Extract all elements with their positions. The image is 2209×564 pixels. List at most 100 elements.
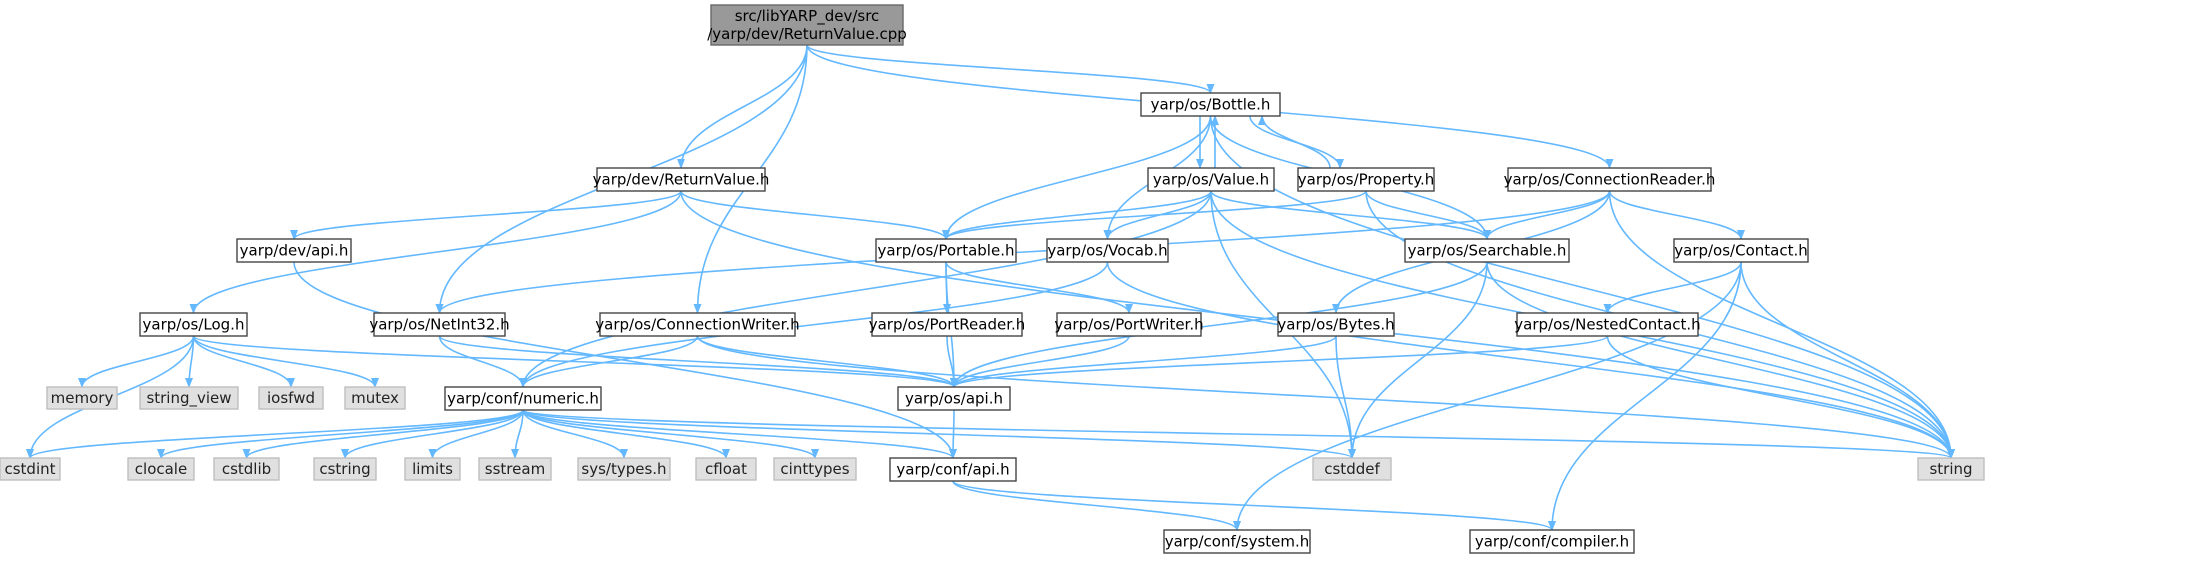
- edge-connectionreader-to-netint32: [435, 190, 1611, 314]
- node-box: [1056, 312, 1202, 337]
- edge-numeric-to-limits: [428, 409, 524, 459]
- edge-numeric-to-confapi: [522, 409, 957, 459]
- node-label: sys/types.h: [581, 460, 666, 478]
- node-numeric[interactable]: yarp/conf/numeric.h: [444, 386, 602, 411]
- node-box: [1507, 167, 1712, 192]
- edge-portable-to-portwriter: [945, 261, 1133, 314]
- edge-log-to-iosfwd: [192, 335, 295, 388]
- edge-property-to-portable: [942, 190, 1367, 240]
- node-box: [1404, 238, 1570, 263]
- node-box: [236, 238, 352, 263]
- node-label: yarp/os/Log.h: [143, 316, 245, 334]
- node-box: [344, 386, 406, 410]
- edge-numeric-to-cinttypes: [522, 409, 819, 459]
- node-iosfwd: iosfwd: [258, 386, 324, 410]
- node-label: yarp/os/NestedContact.h: [1514, 316, 1700, 334]
- node-label: src/libYARP_dev/src: [735, 7, 880, 26]
- node-box: [577, 457, 671, 481]
- edge-log-to-mutex: [192, 335, 379, 388]
- node-connectionreader[interactable]: yarp/os/ConnectionReader.h: [1504, 167, 1716, 192]
- node-box: [1163, 529, 1311, 554]
- edge-numeric-to-cstdint: [26, 409, 524, 459]
- edge-connectionwriter-to-osapi: [696, 335, 958, 388]
- node-root[interactable]: src/libYARP_dev/src/yarp/dev/ReturnValue…: [707, 4, 907, 46]
- edge-confapi-to-compiler: [952, 480, 1556, 531]
- node-log[interactable]: yarp/os/Log.h: [139, 312, 248, 337]
- node-vocab[interactable]: yarp/os/Vocab.h: [1046, 238, 1169, 263]
- node-box: [127, 457, 195, 481]
- node-confapi[interactable]: yarp/conf/api.h: [889, 457, 1017, 482]
- node-nestedcontact[interactable]: yarp/os/NestedContact.h: [1514, 312, 1701, 337]
- edge-numeric-to-systypes: [522, 409, 628, 459]
- edge-numeric-to-clocale: [157, 409, 524, 459]
- node-bytes[interactable]: yarp/os/Bytes.h: [1277, 312, 1395, 337]
- edge-returnvalue-to-log: [189, 190, 682, 314]
- node-value[interactable]: yarp/os/Value.h: [1147, 167, 1275, 192]
- node-label: limits: [412, 460, 453, 478]
- node-box: [1140, 92, 1281, 117]
- node-label: yarp/os/Value.h: [1153, 171, 1269, 189]
- node-label: yarp/os/PortReader.h: [869, 316, 1026, 334]
- node-sstream: sstream: [478, 457, 552, 481]
- node-label: string: [1929, 460, 1972, 478]
- node-box: [1469, 529, 1635, 554]
- edge-value-to-searchable: [1210, 190, 1491, 240]
- node-box: [1277, 312, 1395, 337]
- node-memory: memory: [46, 386, 118, 410]
- node-label: cinttypes: [780, 460, 849, 478]
- node-devapi[interactable]: yarp/dev/api.h: [236, 238, 352, 263]
- edge-value-to-portable: [942, 190, 1212, 240]
- node-contact[interactable]: yarp/os/Contact.h: [1673, 238, 1809, 263]
- node-box: [444, 386, 602, 411]
- node-cinttypes: cinttypes: [773, 457, 857, 481]
- dependency-nodes: src/libYARP_dev/src/yarp/dev/ReturnValue…: [0, 4, 1985, 554]
- edge-confapi-to-system: [952, 480, 1241, 531]
- node-label: yarp/os/Property.h: [1298, 171, 1434, 189]
- node-netint32[interactable]: yarp/os/NetInt32.h: [369, 312, 510, 337]
- node-box: [1147, 167, 1275, 192]
- node-box: [139, 312, 248, 337]
- node-mutex: mutex: [344, 386, 406, 410]
- edge-numeric-to-cfloat: [522, 409, 730, 459]
- node-box: [875, 238, 1017, 263]
- edge-contact-to-compiler: [1548, 261, 1742, 531]
- node-cstdlib: cstdlib: [213, 457, 280, 481]
- node-label: mutex: [351, 389, 399, 407]
- edge-bytes-to-osapi: [950, 335, 1337, 388]
- node-returnvalue[interactable]: yarp/dev/ReturnValue.h: [593, 167, 770, 192]
- node-string_view: string_view: [139, 386, 239, 410]
- node-portable[interactable]: yarp/os/Portable.h: [875, 238, 1017, 263]
- edge-bottle-to-portable: [942, 115, 1212, 240]
- node-box: [1917, 457, 1985, 481]
- node-compiler[interactable]: yarp/conf/compiler.h: [1469, 529, 1635, 554]
- node-box: [0, 457, 61, 481]
- node-portwriter[interactable]: yarp/os/PortWriter.h: [1054, 312, 1204, 337]
- node-portreader[interactable]: yarp/os/PortReader.h: [869, 312, 1026, 337]
- edge-root-to-returnvalue: [677, 44, 808, 169]
- node-osapi[interactable]: yarp/os/api.h: [897, 386, 1011, 411]
- node-label: yarp/os/Bottle.h: [1151, 96, 1271, 114]
- node-box: [596, 167, 766, 192]
- edge-searchable-to-cstddef: [1348, 261, 1488, 459]
- node-box: [1673, 238, 1809, 263]
- edge-value-to-numeric: [519, 190, 1212, 388]
- node-property[interactable]: yarp/os/Property.h: [1297, 167, 1435, 192]
- edge-contact-to-system: [1233, 261, 1742, 531]
- node-label: yarp/os/PortWriter.h: [1054, 316, 1203, 334]
- node-bottle[interactable]: yarp/os/Bottle.h: [1140, 92, 1281, 117]
- edge-property-to-searchable: [1365, 190, 1491, 240]
- node-label: string_view: [146, 389, 231, 408]
- node-searchable[interactable]: yarp/os/Searchable.h: [1404, 238, 1570, 263]
- edge-returnvalue-to-portable: [680, 190, 950, 240]
- node-box: [599, 312, 796, 337]
- edge-netint32-to-osapi: [438, 335, 958, 388]
- node-connectionwriter[interactable]: yarp/os/ConnectionWriter.h: [595, 312, 800, 337]
- node-label: cstdlib: [222, 460, 271, 478]
- node-label: yarp/os/Bytes.h: [1277, 316, 1394, 334]
- node-label: yarp/dev/api.h: [240, 242, 349, 260]
- node-box: [1516, 312, 1699, 337]
- node-system[interactable]: yarp/conf/system.h: [1163, 529, 1311, 554]
- edge-searchable-to-string: [1486, 261, 1955, 459]
- node-box: [139, 386, 239, 410]
